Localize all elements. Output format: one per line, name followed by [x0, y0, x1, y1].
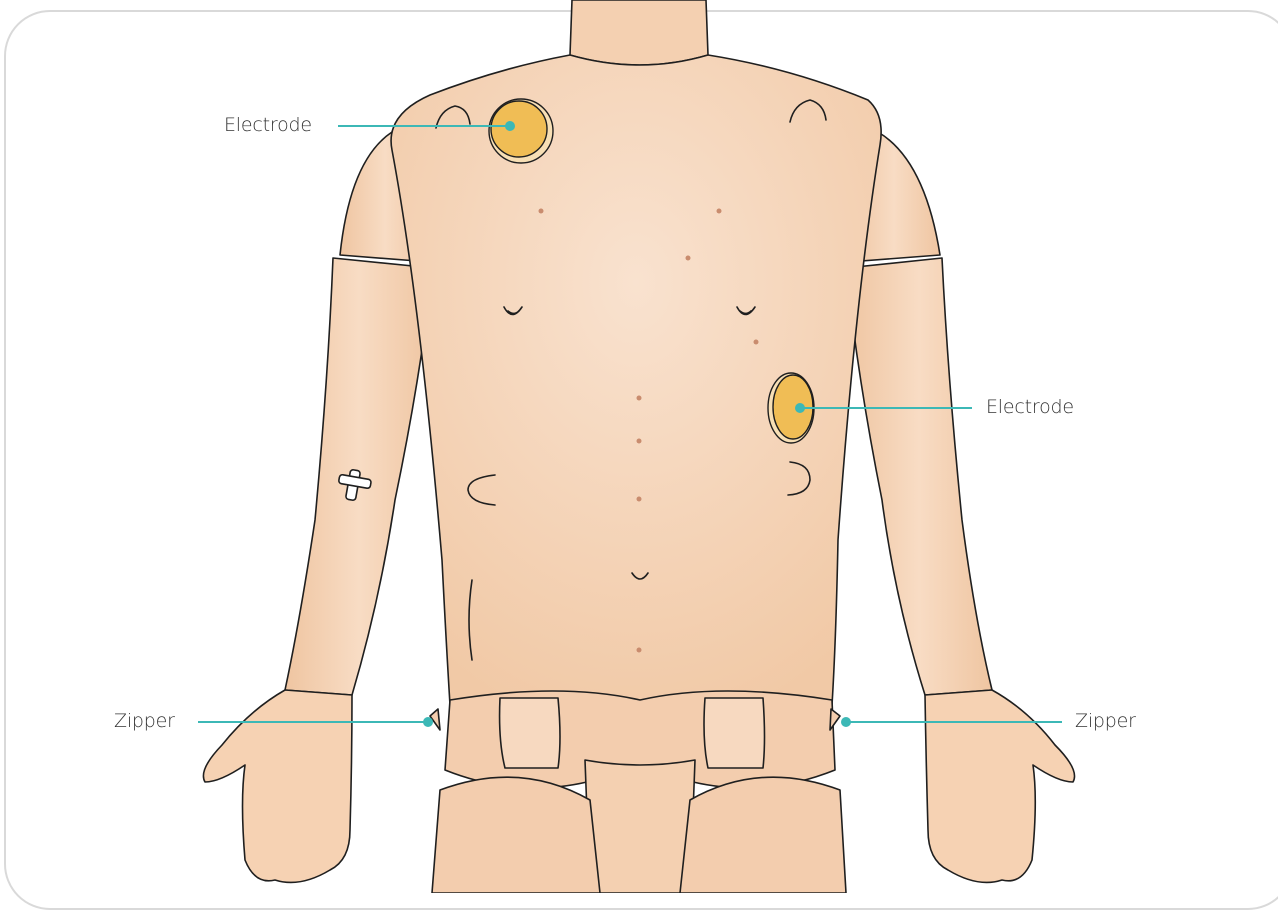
manikin-left-hand — [203, 690, 352, 882]
manikin-torso — [391, 55, 881, 705]
manikin-right-pad — [704, 698, 765, 768]
manikin-left-thigh — [432, 777, 600, 893]
zipper-left-label: Zipper — [114, 712, 175, 731]
right-zipper-tab — [830, 709, 840, 730]
manikin-left-pad — [500, 698, 560, 768]
electrode-side-label: Electrode — [986, 398, 1074, 417]
electrode-upper-label: Electrode — [224, 116, 312, 135]
manikin-right-thigh — [680, 777, 846, 893]
manikin-right-forearm — [846, 258, 992, 695]
manikin-right-hand — [925, 690, 1075, 882]
manikin-neck — [570, 0, 708, 65]
manikin-groin — [585, 760, 695, 893]
electrode-upper — [489, 99, 553, 163]
zipper-right-label: Zipper — [1075, 712, 1136, 731]
